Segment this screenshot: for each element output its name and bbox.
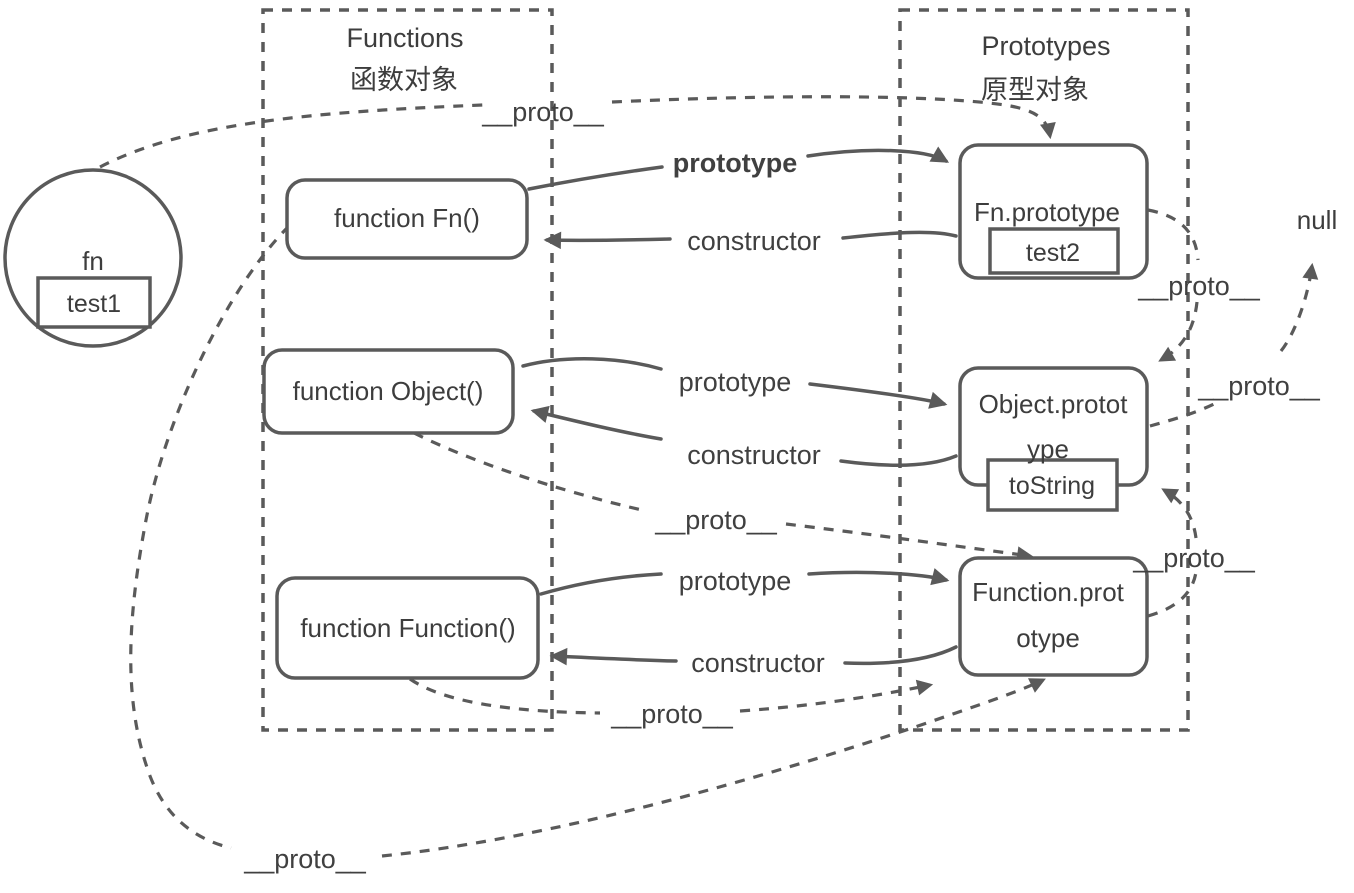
prototype-edge-row3-right xyxy=(807,568,950,586)
test1-member-box xyxy=(36,276,152,329)
functions-group-subtitle: 函数对象 xyxy=(350,65,458,95)
proto-edge-functionobject-to-functionprototype-right xyxy=(785,522,1034,563)
prototype-edge-row1-left xyxy=(527,165,664,191)
proto-edge-fnprototype-to-objectprototype-upper xyxy=(1147,208,1200,261)
function-function-node xyxy=(275,576,540,680)
prototype-edge-row3-left xyxy=(539,572,663,596)
proto-edge-functionprototype-to-objectprototype-upper xyxy=(1161,488,1198,539)
proto-edge-functionprototype-to-objectprototype-lower xyxy=(1147,571,1198,618)
prototype-edge-row2-right xyxy=(808,382,948,409)
proto-edge-functionfunction-to-functionprototype-left xyxy=(409,677,601,715)
test1-member-label: test1 xyxy=(67,290,121,318)
prototype-label-row1: prototype xyxy=(673,148,798,178)
function-function-label: function Function() xyxy=(300,613,515,643)
function-prototype-label-line1: Function.prot xyxy=(972,577,1125,607)
tostring-member-box xyxy=(986,458,1119,512)
prototypes-group-subtitle: 原型对象 xyxy=(981,75,1089,105)
object-prototype-label-line1: Object.protot xyxy=(979,389,1129,419)
prototypes-group-box xyxy=(898,8,1190,732)
function-fn-node xyxy=(285,178,529,260)
proto-edge-functionfn-to-functionprototype-right xyxy=(381,678,1046,858)
proto-label-fnprototype: __proto__ xyxy=(1137,271,1261,301)
prototype-label-row2: prototype xyxy=(679,367,792,397)
prototype-edge-row2-left xyxy=(521,357,663,371)
tostring-member-label: toString xyxy=(1009,472,1095,500)
proto-edge-fn-instance-to-fnprototype-right xyxy=(611,95,1056,140)
constructor-edge-row3-right xyxy=(843,645,958,666)
function-prototype-label-line2: otype xyxy=(1016,623,1080,653)
prototype-label-row3: prototype xyxy=(679,566,792,596)
proto-label-objectprototype-null: __proto__ xyxy=(1197,371,1321,401)
function-prototype-node xyxy=(958,556,1149,677)
constructor-edge-row1-left xyxy=(543,231,672,250)
proto-label-functionfunction: __proto__ xyxy=(610,699,734,729)
constructor-edge-row1-right xyxy=(841,230,958,240)
function-object-label: function Object() xyxy=(293,376,484,406)
prototype-edge-row1-right xyxy=(806,146,950,163)
test2-member-label: test2 xyxy=(1026,239,1080,267)
constructor-label-row1: constructor xyxy=(687,226,821,256)
constructor-label-row2: constructor xyxy=(687,440,821,470)
proto-label-functionobject: __proto__ xyxy=(654,505,778,535)
proto-edge-fn-instance-to-fnprototype-left xyxy=(99,103,484,169)
prototypes-group-title: Prototypes xyxy=(981,31,1110,61)
constructor-edge-row2-left xyxy=(530,405,663,441)
proto-edge-functionobject-to-functionprototype-left xyxy=(413,431,647,513)
functions-group-title: Functions xyxy=(346,23,463,53)
test2-member-box xyxy=(988,227,1120,275)
proto-label-functionfn-bottom: __proto__ xyxy=(243,844,367,874)
proto-edge-functionfn-to-functionprototype-left xyxy=(129,224,291,850)
function-fn-label: function Fn() xyxy=(334,203,480,233)
proto-edge-functionfunction-to-functionprototype-right xyxy=(739,679,934,713)
function-object-node xyxy=(262,348,515,435)
null-label: null xyxy=(1297,205,1337,235)
proto-edge-objectprototype-to-null-upper xyxy=(1279,262,1319,352)
constructor-edge-row3-left xyxy=(549,647,678,666)
proto-edge-objectprototype-to-null-lower xyxy=(1149,401,1217,428)
proto-label-fn-instance: __proto__ xyxy=(481,97,605,127)
object-prototype-label-line2: ype xyxy=(1027,434,1069,464)
proto-label-functionprototype: __proto__ xyxy=(1132,543,1256,573)
proto-edge-fnprototype-to-objectprototype-lower xyxy=(1158,301,1199,362)
constructor-label-row3: constructor xyxy=(691,648,825,678)
constructor-edge-row2-right xyxy=(839,454,958,467)
fn-prototype-label: Fn.prototype xyxy=(974,197,1120,227)
fn-instance-label: fn xyxy=(82,246,104,276)
